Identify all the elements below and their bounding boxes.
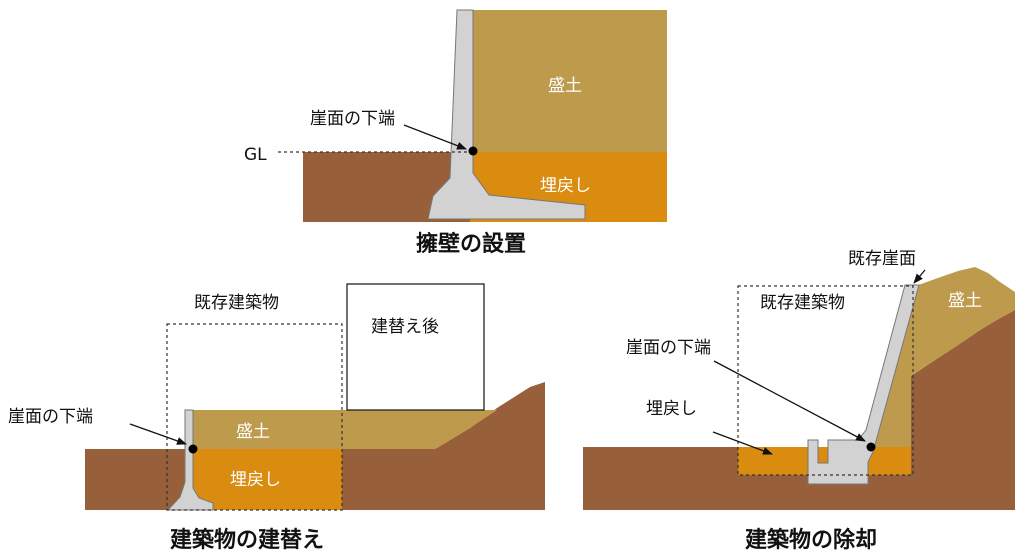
backfill-label: 埋戻し: [540, 176, 591, 196]
existing-cliff-arrow: [913, 269, 926, 284]
existing-building-outline: [737, 285, 914, 476]
panel-retaining-wall-installation: GL 崖面の下端 盛土 埋戻し 擁壁の設置: [244, 9, 667, 257]
fill-soil-label: 盛土: [236, 422, 270, 442]
backfill-label: 埋戻し: [230, 470, 281, 490]
existing-building-label: 既存建築物: [760, 293, 845, 313]
rebuilt-label: 建替え後: [371, 317, 439, 337]
existing-building-label: 既存建築物: [194, 293, 279, 313]
panel-building-rebuild: 既存建築物 建替え後 崖面の下端 盛土 埋戻し 建築物の建替え: [8, 283, 545, 553]
cliff-bottom-label: 崖面の下端: [8, 407, 93, 427]
fill-soil-label: 盛土: [548, 76, 582, 96]
rebuilt-building-outline: [346, 283, 485, 411]
backfill-region: [192, 449, 342, 510]
panel-caption: 擁壁の設置: [416, 231, 526, 257]
cliff-bottom-label: 崖面の下端: [310, 109, 395, 129]
cliff-bottom-arrow: [129, 423, 187, 445]
cliff-bottom-point: [866, 442, 876, 452]
backfill-arrow: [712, 431, 773, 455]
panel-caption: 建築物の除却: [745, 527, 877, 553]
cliff-bottom-point: [468, 146, 478, 156]
fill-soil-label: 盛土: [948, 291, 982, 311]
panel-caption: 建築物の建替え: [170, 527, 324, 553]
retaining-wall: [807, 284, 920, 485]
cliff-bottom-arrow: [713, 360, 866, 442]
retaining-wall: [427, 9, 586, 220]
cliff-bottom-arrow: [403, 124, 467, 150]
cliff-bottom-label: 崖面の下端: [626, 338, 711, 358]
panel-building-removal: 既存崖面 既存建築物 盛土 崖面の下端 埋戻し 建築物の除却: [583, 249, 1015, 553]
fill-soil-region: [192, 410, 497, 449]
fill-soil-region: [470, 10, 667, 152]
backfill-label: 埋戻し: [646, 399, 697, 419]
gl-label: GL: [244, 145, 267, 165]
cliff-bottom-point: [188, 444, 198, 454]
existing-cliff-label: 既存崖面: [848, 249, 916, 269]
